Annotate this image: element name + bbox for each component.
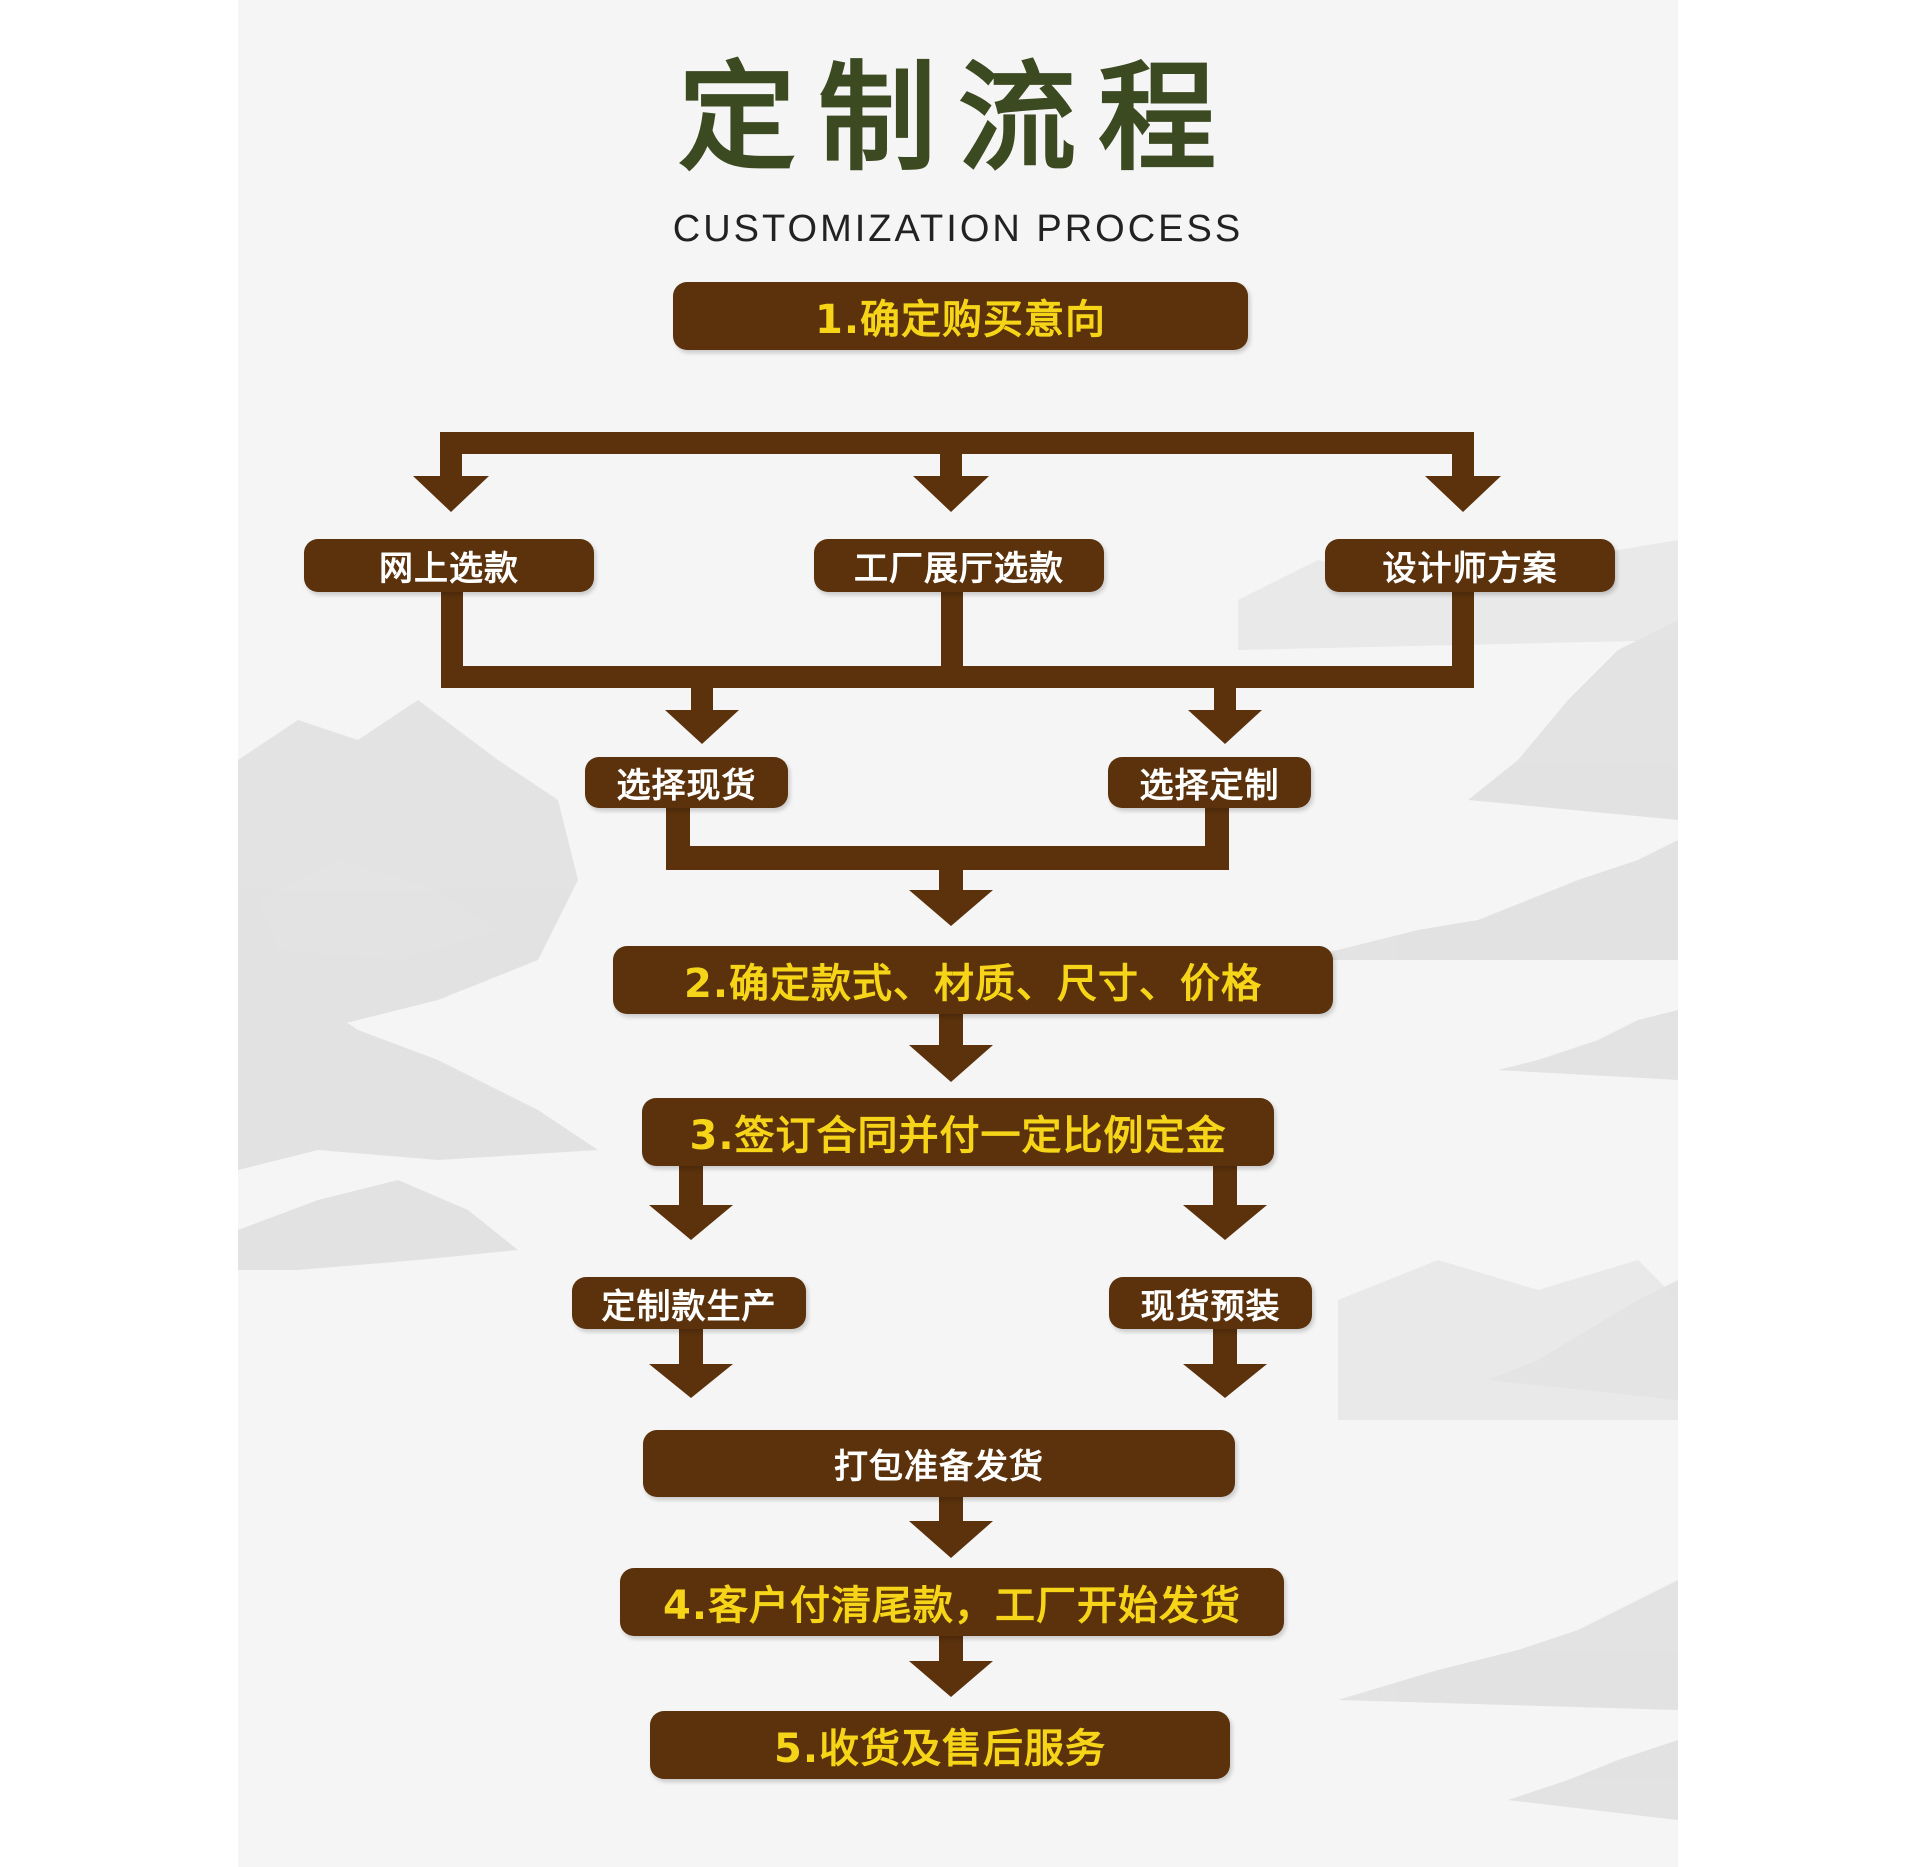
flow-connectors [413, 432, 1501, 1697]
step-3-label: 3.签订合同并付一定比例定金 [689, 1113, 1227, 1159]
step-3-box: 3.签订合同并付一定比例定金 [642, 1098, 1274, 1166]
online-selection-box: 网上选款 [304, 539, 594, 592]
designer-plan-box: 设计师方案 [1325, 539, 1615, 592]
step-5-label: 5.收货及售后服务 [773, 1726, 1107, 1772]
step-4-box: 4.客户付清尾款，工厂开始发货 [620, 1568, 1284, 1636]
page-subtitle: CUSTOMIZATION PROCESS [672, 208, 1244, 250]
step-1-box: 1.确定购买意向 [673, 282, 1248, 350]
stock-preinstall-box: 现货预装 [1109, 1277, 1312, 1329]
packing-box: 打包准备发货 [643, 1430, 1235, 1497]
in-stock-box: 选择现货 [585, 757, 788, 808]
custom-production-label: 定制款生产 [601, 1286, 777, 1327]
in-stock-label: 选择现货 [616, 766, 757, 806]
step-2-label: 2.确定款式、材质、尺寸、价格 [683, 961, 1263, 1007]
page-title: 定制流程 [677, 48, 1238, 187]
showroom-selection-box: 工厂展厅选款 [814, 539, 1104, 592]
packing-label: 打包准备发货 [834, 1447, 1044, 1487]
custom-order-label: 选择定制 [1139, 766, 1280, 806]
step-1-label: 1.确定购买意向 [814, 297, 1107, 343]
custom-order-box: 选择定制 [1108, 757, 1311, 808]
step-5-box: 5.收货及售后服务 [650, 1711, 1230, 1779]
step-4-label: 4.客户付清尾款，工厂开始发货 [662, 1583, 1242, 1629]
process-poster: 定制流程 CUSTOMIZATION PROCESS 1.确定购买意向 网上选款… [238, 0, 1678, 1867]
online-selection-label: 网上选款 [379, 549, 519, 589]
stock-preinstall-label: 现货预装 [1140, 1286, 1281, 1327]
custom-production-box: 定制款生产 [572, 1277, 806, 1329]
showroom-selection-label: 工厂展厅选款 [854, 549, 1064, 589]
step-2-box: 2.确定款式、材质、尺寸、价格 [613, 946, 1333, 1014]
designer-plan-label: 设计师方案 [1382, 549, 1558, 589]
